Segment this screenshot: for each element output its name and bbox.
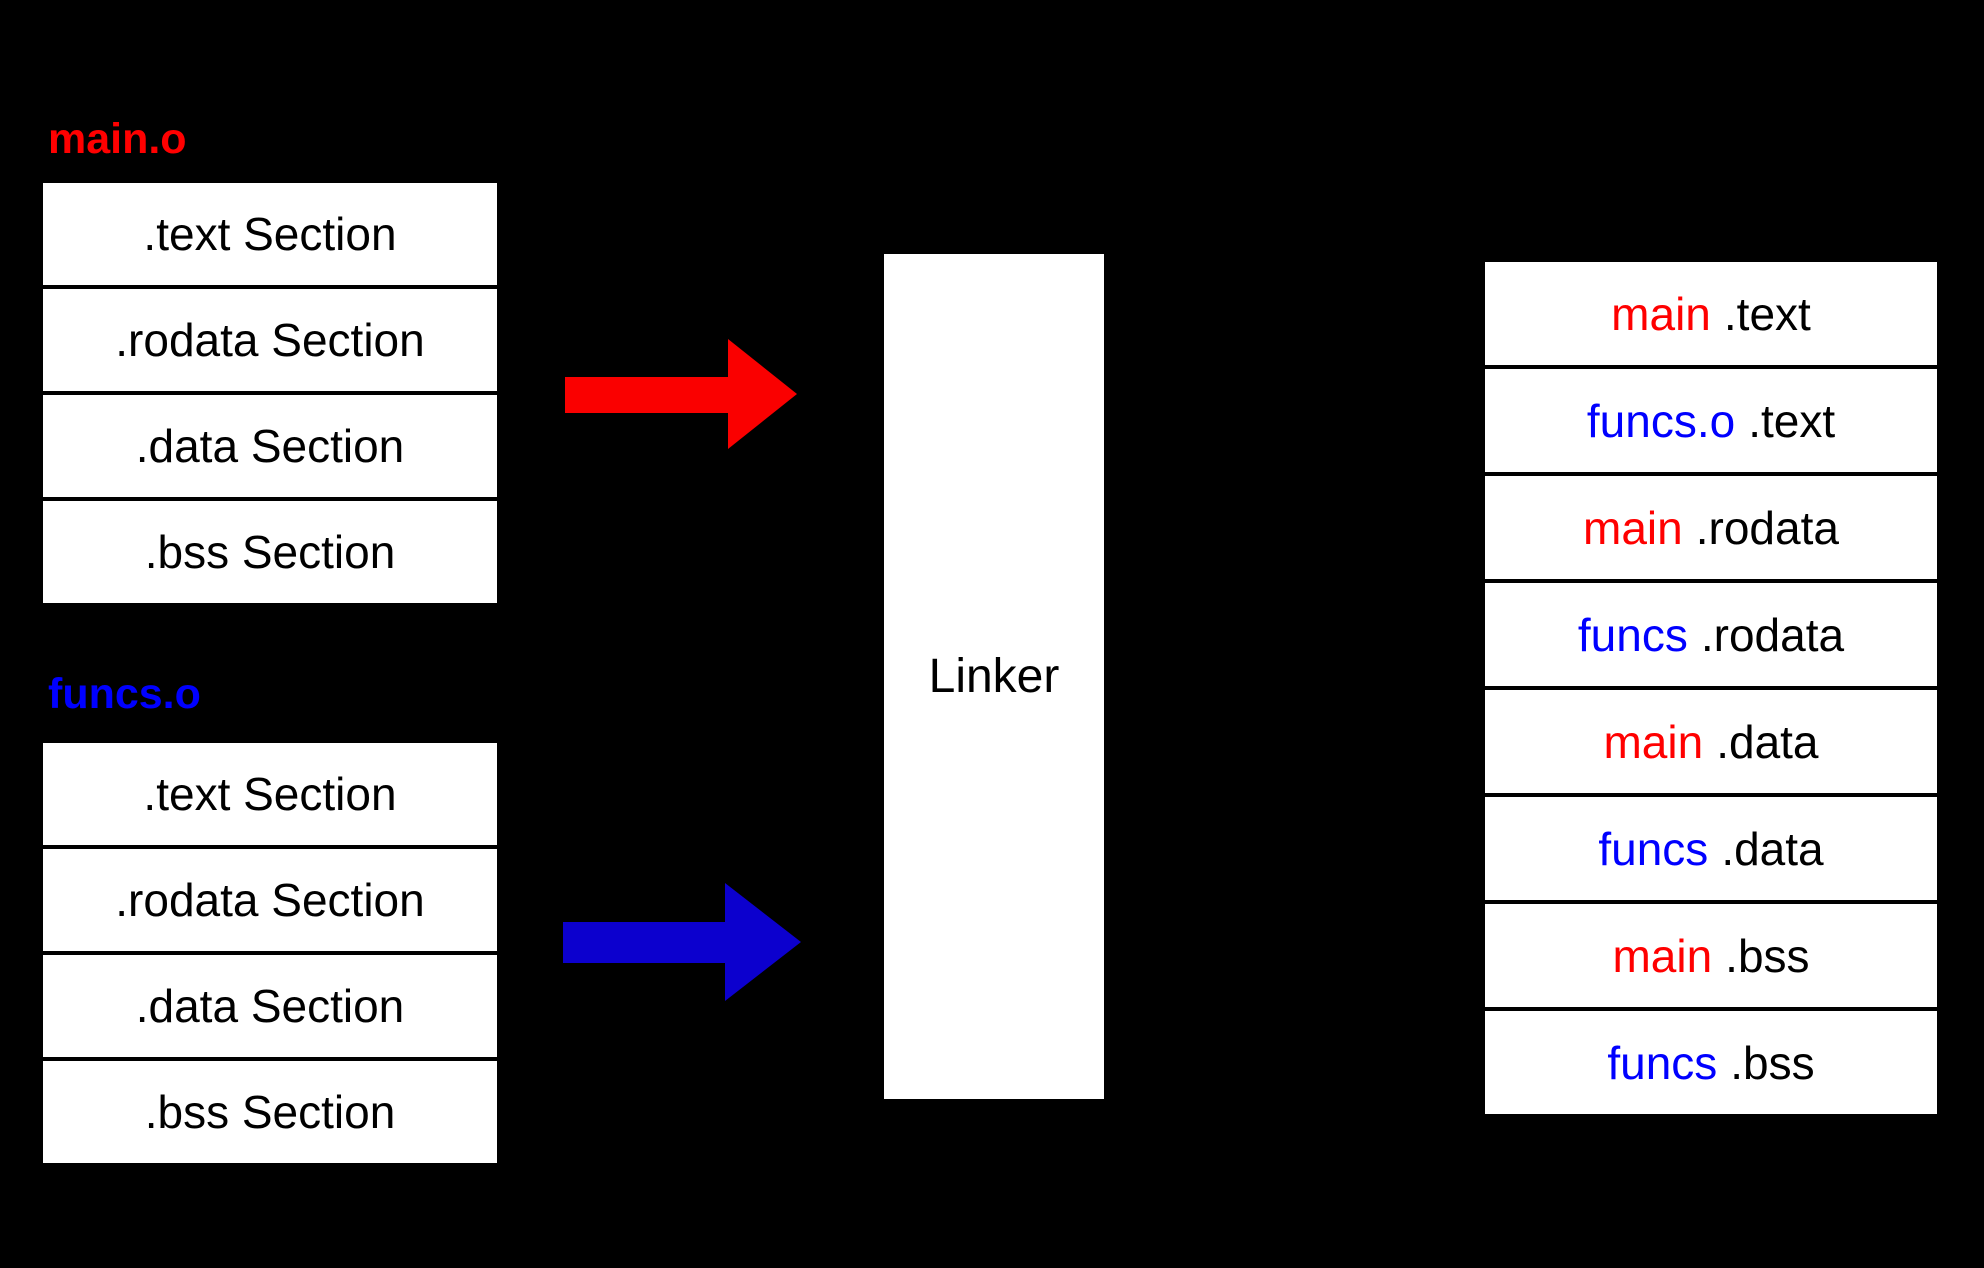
output-row-section: .bss bbox=[1730, 1036, 1815, 1089]
output-row-section: .text bbox=[1748, 394, 1836, 447]
section-label: .rodata Section bbox=[115, 314, 425, 366]
main-o-rodata-section: .rodata Section bbox=[43, 289, 497, 391]
output-row-main-data: main.data bbox=[1485, 690, 1937, 793]
output-section-stack: main.text funcs.o.text main.rodata funcs… bbox=[1485, 262, 1937, 1114]
output-row-funcs-data: funcs.data bbox=[1485, 797, 1937, 900]
output-row-funcs-rodata: funcs.rodata bbox=[1485, 583, 1937, 686]
blue-arrow-shape bbox=[563, 883, 801, 1001]
funcs-o-bss-section: .bss Section bbox=[43, 1061, 497, 1163]
main-o-text-section: .text Section bbox=[43, 183, 497, 285]
output-row-main-bss: main.bss bbox=[1485, 904, 1937, 1007]
output-row-funcs-text: funcs.o.text bbox=[1485, 369, 1937, 472]
funcs-o-text-section: .text Section bbox=[43, 743, 497, 845]
section-label: .bss Section bbox=[144, 526, 396, 578]
section-label: .text Section bbox=[143, 768, 397, 820]
section-label: .data Section bbox=[135, 420, 405, 472]
output-row-section: .bss bbox=[1725, 929, 1810, 982]
main-o-section-stack: .text Section .rodata Section .data Sect… bbox=[43, 183, 497, 603]
linker-label: Linker bbox=[928, 650, 1060, 703]
funcs-o-file-label: funcs.o bbox=[48, 670, 201, 718]
funcs-o-data-section: .data Section bbox=[43, 955, 497, 1057]
main-o-data-section: .data Section bbox=[43, 395, 497, 497]
section-label: .data Section bbox=[135, 980, 405, 1032]
output-row-prefix: main bbox=[1603, 715, 1704, 768]
linker-box: Linker bbox=[884, 254, 1104, 1099]
output-row-section: .rodata bbox=[1695, 501, 1839, 554]
output-row-prefix: main bbox=[1612, 929, 1713, 982]
funcs-o-rodata-section: .rodata Section bbox=[43, 849, 497, 951]
output-row-section: .text bbox=[1723, 287, 1811, 340]
section-label: .bss Section bbox=[144, 1086, 396, 1138]
output-row-main-rodata: main.rodata bbox=[1485, 476, 1937, 579]
output-row-prefix: funcs bbox=[1598, 822, 1709, 875]
output-row-section: .data bbox=[1721, 822, 1824, 875]
output-row-prefix: funcs.o bbox=[1586, 394, 1736, 447]
blue-arrow-icon bbox=[563, 883, 801, 1001]
red-arrow-icon bbox=[565, 339, 797, 449]
output-row-prefix: funcs bbox=[1607, 1036, 1718, 1089]
output-row-funcs-bss: funcs.bss bbox=[1485, 1011, 1937, 1114]
red-arrow-shape bbox=[565, 339, 797, 449]
output-row-prefix: main bbox=[1611, 287, 1711, 340]
section-label: .rodata Section bbox=[115, 874, 425, 926]
output-row-main-text: main.text bbox=[1485, 262, 1937, 365]
output-row-section: .rodata bbox=[1700, 608, 1845, 661]
output-row-section: .data bbox=[1716, 715, 1819, 768]
main-o-bss-section: .bss Section bbox=[43, 501, 497, 603]
main-o-file-label: main.o bbox=[48, 115, 187, 163]
section-label: .text Section bbox=[143, 208, 397, 260]
funcs-o-section-stack: .text Section .rodata Section .data Sect… bbox=[43, 743, 497, 1163]
output-row-prefix: main bbox=[1583, 501, 1683, 554]
output-row-prefix: funcs bbox=[1577, 608, 1688, 661]
